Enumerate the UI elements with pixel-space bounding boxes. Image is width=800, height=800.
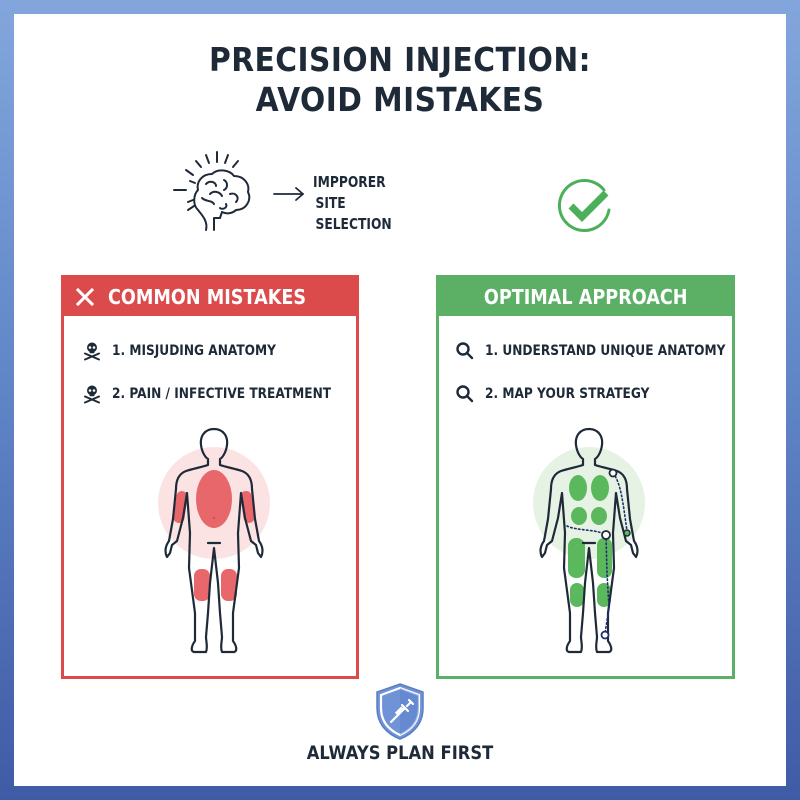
optimal-approach-panel: OPTIMAL APPROACH 1. UNDERSTAND UNIQUE AN… bbox=[436, 275, 735, 679]
title-line-2: AVOID MISTAKES bbox=[255, 80, 545, 119]
optimal-approach-header: OPTIMAL APPROACH bbox=[439, 278, 732, 316]
list-item: 2. PAIN / INFECTIVE TREATMENT bbox=[64, 383, 356, 405]
label-line-2: SITE SELECTION bbox=[315, 194, 392, 233]
list-item: 1. MISJUDING ANATOMY bbox=[64, 340, 356, 362]
footer-tagline: ALWAYS PLAN FIRST bbox=[306, 742, 494, 764]
body-outline-red-zones bbox=[158, 427, 270, 654]
brain-icon bbox=[173, 151, 251, 231]
optimal-item-1-label: 1. UNDERSTAND UNIQUE ANATOMY bbox=[485, 343, 726, 359]
mistake-item-1-label: 1. MISJUDING ANATOMY bbox=[112, 343, 276, 359]
title-line-1: PRECISION INJECTION: bbox=[209, 40, 591, 79]
mistake-item-2-label: 2. PAIN / INFECTIVE TREATMENT bbox=[112, 386, 332, 402]
arrow-right-icon bbox=[273, 187, 304, 201]
label-line-1: IMPPORER bbox=[313, 173, 386, 191]
common-mistakes-header: COMMON MISTAKES bbox=[64, 278, 356, 316]
improper-site-selection-label: IMPPORER SITE SELECTION bbox=[313, 172, 425, 235]
mistakes-list: 1. MISJUDING ANATOMY 2. PAIN / INFECTIVE… bbox=[64, 340, 356, 426]
x-icon bbox=[76, 288, 94, 306]
skull-crossbones-icon bbox=[84, 342, 100, 361]
search-icon bbox=[456, 342, 474, 360]
search-icon bbox=[456, 385, 474, 403]
shield-syringe-icon bbox=[376, 683, 424, 740]
common-mistakes-title: COMMON MISTAKES bbox=[108, 285, 307, 309]
list-item: 1. UNDERSTAND UNIQUE ANATOMY bbox=[439, 340, 732, 362]
optimal-list: 1. UNDERSTAND UNIQUE ANATOMY 2. MAP YOUR… bbox=[439, 340, 732, 426]
common-mistakes-panel: COMMON MISTAKES 1. MISJUDING ANATOMY 2. … bbox=[61, 275, 359, 679]
improper-site-selection-row: IMPPORER SITE SELECTION bbox=[170, 148, 450, 240]
check-circle-icon bbox=[557, 179, 611, 232]
page-title: PRECISION INJECTION: AVOID MISTAKES bbox=[40, 40, 760, 120]
body-outline-green-zones-mapped-path bbox=[533, 427, 645, 654]
optimal-approach-title: OPTIMAL APPROACH bbox=[483, 285, 688, 309]
skull-crossbones-icon bbox=[84, 385, 100, 404]
optimal-item-2-label: 2. MAP YOUR STRATEGY bbox=[485, 386, 650, 402]
list-item: 2. MAP YOUR STRATEGY bbox=[439, 383, 732, 405]
